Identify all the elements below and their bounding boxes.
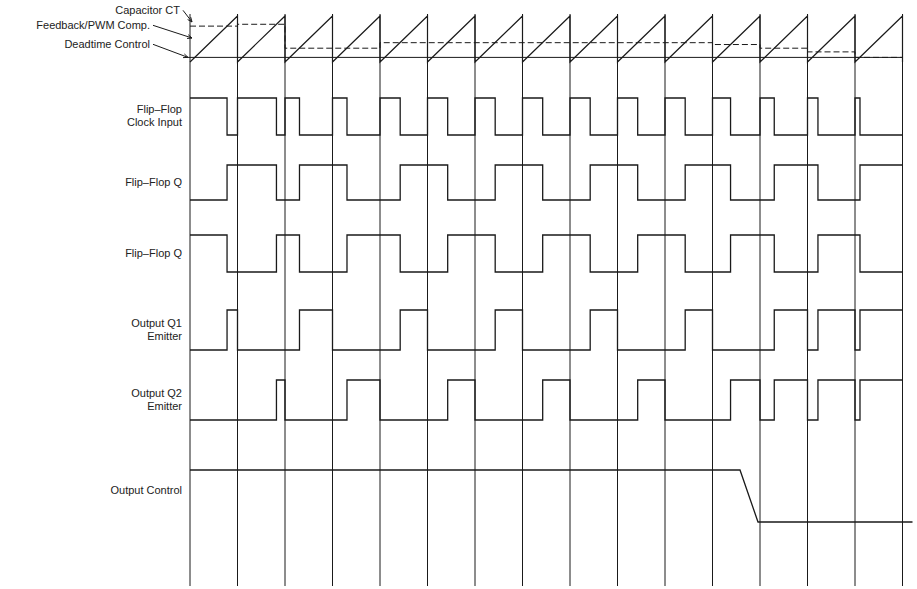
deadtime-level [186,57,903,58]
signal-label: Feedback/PWM Comp. [36,19,150,32]
leader-arrowhead [187,35,192,39]
clock-waveform [190,98,903,135]
leader-line [153,25,192,38]
trace-label: Flip–Flop Q [110,176,182,189]
sawtooth-wave [190,16,903,62]
leader-line [183,10,192,22]
feedback-level [190,24,903,57]
flipflop-q-waveform [190,165,903,200]
output-control-waveform [190,470,913,522]
trace-label: Flip–Flop Clock Input [110,103,182,128]
output-q1-waveform [190,310,903,350]
trace-label: Flip–Flop Q [110,247,182,260]
leader-arrowhead [188,17,192,22]
trace-label: Output Q2 Emitter [110,387,182,412]
signal-label: Capacitor CT [115,4,180,17]
flipflop-qbar-waveform [190,235,903,272]
trace-label: Output Q1 Emitter [110,317,182,342]
leader-line [153,44,188,57]
trace-label: Output Control [110,484,182,497]
leader-arrowhead [183,54,188,58]
period-gridlines [190,14,903,586]
gridline [190,14,191,586]
gridline [902,14,903,586]
signal-label: Deadtime Control [64,38,150,51]
output-q2-waveform [190,380,903,420]
